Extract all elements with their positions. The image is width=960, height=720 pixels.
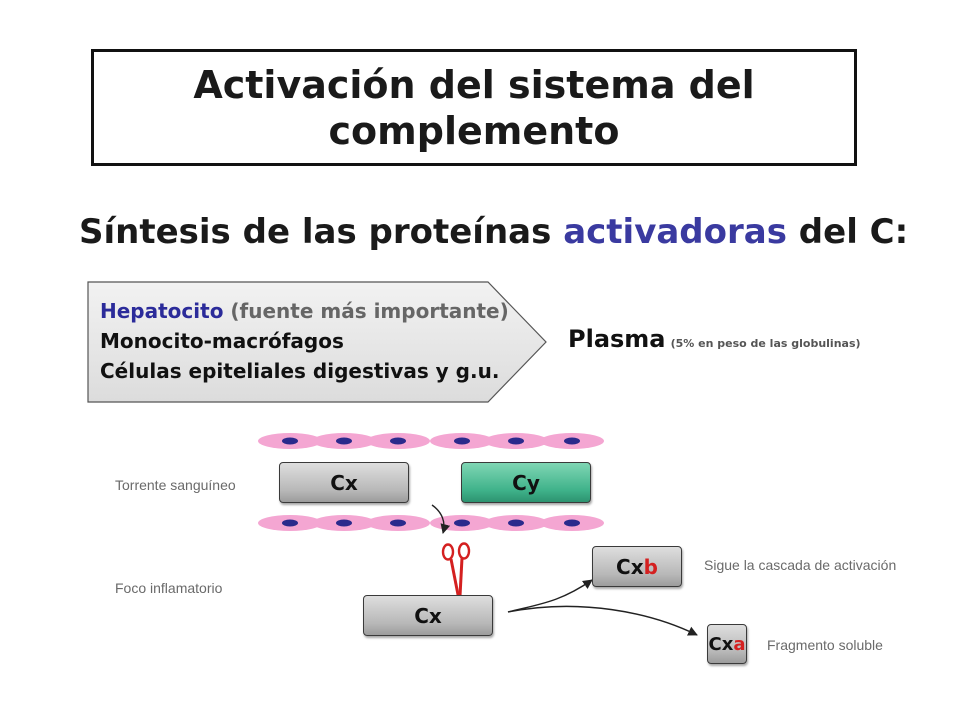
cell-row-bottom: [258, 515, 604, 531]
cell-nucleus: [336, 519, 352, 527]
label-soluble-fragment: Fragmento soluble: [767, 637, 883, 653]
source-epithelial: Células epiteliales digestivas y g.u.: [100, 359, 500, 383]
title-line-2: complemento: [328, 108, 620, 153]
endothelial-cell: [540, 433, 604, 449]
endothelial-cell: [312, 433, 376, 449]
cxb-suffix: b: [643, 554, 658, 579]
arrow-to-cxa: [507, 605, 698, 636]
arrow-to-cxb: [507, 579, 593, 613]
endothelial-cell: [366, 433, 430, 449]
source-monocytes: Monocito-macrófagos: [100, 329, 344, 353]
box-cx-top: Cx: [279, 462, 409, 503]
cxa-suffix: a: [733, 633, 746, 655]
cell-row-top: [258, 433, 604, 449]
plasma-note: (5% en peso de las globulinas): [670, 337, 861, 350]
subtitle-accent: activadoras: [563, 212, 787, 252]
endothelial-cell: [366, 515, 430, 531]
label-inflammatory-focus: Foco inflamatorio: [115, 580, 223, 596]
endothelial-cell: [484, 433, 548, 449]
cell-nucleus: [564, 519, 580, 527]
hepatocyte-note: (fuente más importante): [223, 299, 509, 323]
box-cy-top: Cy: [461, 462, 591, 503]
label-bloodstream: Torrente sanguíneo: [115, 477, 236, 493]
endothelial-cell: [312, 515, 376, 531]
endothelial-cell: [430, 433, 494, 449]
cell-nucleus: [454, 519, 470, 527]
title-line-1: Activación del sistema del: [193, 62, 755, 107]
cell-nucleus: [508, 437, 524, 445]
plasma-title: Plasma: [568, 325, 666, 353]
source-hepatocyte: Hepatocito (fuente más importante): [100, 296, 509, 326]
endothelial-cell: [484, 515, 548, 531]
cxa-base: Cx: [708, 633, 734, 655]
cell-nucleus: [336, 437, 352, 445]
cell-nucleus: [282, 437, 298, 445]
cell-nucleus: [508, 519, 524, 527]
endothelial-cell: [258, 515, 322, 531]
title-box: Activación del sistema del complemento: [91, 49, 857, 166]
endothelial-cell: [430, 515, 494, 531]
endothelial-cell: [540, 515, 604, 531]
cleavage-arrow: [431, 504, 451, 534]
subtitle: Síntesis de las proteínas activadoras de…: [79, 212, 908, 252]
cell-nucleus: [390, 519, 406, 527]
cell-nucleus: [454, 437, 470, 445]
label-cascade: Sigue la cascada de activación: [704, 557, 897, 573]
subtitle-prefix: Síntesis de las proteínas: [79, 212, 564, 252]
cell-nucleus: [390, 437, 406, 445]
sources-list: Hepatocito (fuente más importante) Monoc…: [100, 296, 509, 386]
box-cx-bottom: Cx: [363, 595, 493, 636]
cell-nucleus: [282, 519, 298, 527]
hepatocyte-label: Hepatocito: [100, 299, 224, 323]
plasma-label: Plasma (5% en peso de las globulinas): [568, 325, 861, 353]
endothelial-cell: [258, 433, 322, 449]
cell-nucleus: [564, 437, 580, 445]
cxb-base: Cx: [616, 554, 644, 579]
subtitle-suffix: del C:: [786, 212, 909, 252]
